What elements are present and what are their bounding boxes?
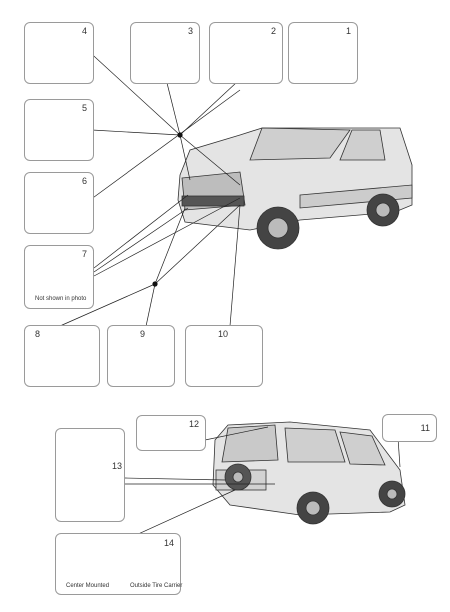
part-box-6: 6 [24,172,94,234]
junction-dot-upper [177,132,183,138]
part-box-5: 5 [24,99,94,161]
callout-number-1: 1 [345,26,351,36]
callout-number-8: 8 [35,329,41,339]
caption-outside-tire-carrier: Outside Tire Carrier [130,583,183,589]
part-box-1: 1 [288,22,358,84]
caption-not-shown-in-photo: Not shown in photo [35,296,87,302]
callout-number-4: 4 [81,26,87,36]
callout-number-6: 6 [81,176,87,186]
callout-number-13: 13 [111,461,122,471]
part-box-13: 13 [55,428,125,522]
callout-number-14: 14 [163,538,174,548]
part-box-7: 7 Not shown in photo [24,245,94,309]
callout-number-9: 9 [140,329,146,339]
part-box-14: 14 Center Mounted Outside Tire Carrier [55,533,183,595]
part-box-12: 12 [136,415,206,451]
part-box-3: 3 [130,22,200,84]
rear-vehicle-illustration [212,421,406,525]
callout-number-2: 2 [270,26,276,36]
junction-dot-lower [152,281,158,287]
callout-number-11: 11 [420,423,430,433]
callout-number-10: 10 [218,329,229,339]
part-box-4: 4 [24,22,94,84]
front-vehicle-illustration [177,127,413,250]
callout-number-3: 3 [187,26,193,36]
part-box-2: 2 [209,22,283,84]
callout-number-5: 5 [81,103,87,113]
part-box-10: 10 [185,325,263,387]
callout-number-12: 12 [188,419,199,429]
part-box-8: 8 [24,325,100,387]
callout-number-7: 7 [81,249,87,259]
rear-leader-lines [124,426,401,541]
part-box-11: 11 [382,414,437,442]
front-leader-lines [59,46,241,332]
part-box-9: 9 [107,325,175,387]
caption-center-mounted: Center Mounted [66,583,110,589]
